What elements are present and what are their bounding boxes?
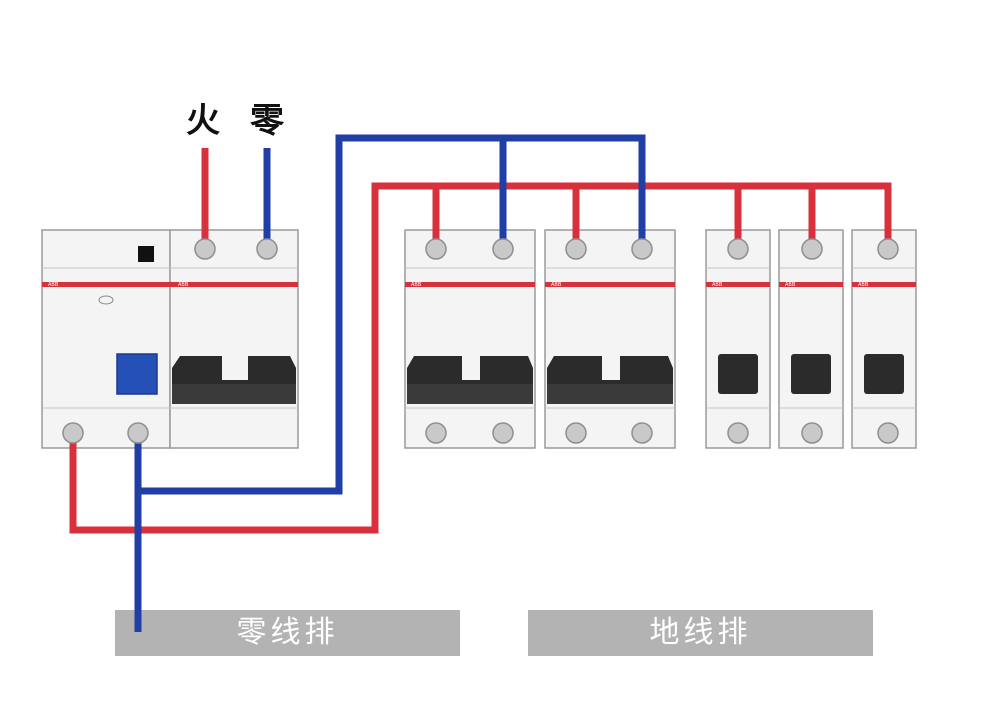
live-label: 火 — [186, 101, 220, 141]
live-distribution-wire — [69, 182, 892, 534]
terminal-screw — [62, 422, 84, 444]
terminal-screw — [492, 238, 514, 260]
terminal-screw — [256, 238, 278, 260]
double-pole-breaker-2: ABB — [544, 229, 676, 449]
rcd-symbol — [98, 295, 114, 305]
brand-logo: ABB — [712, 282, 723, 288]
indicator-square — [138, 246, 154, 262]
brand-logo: ABB — [551, 282, 562, 288]
terminal-screw — [194, 238, 216, 260]
terminal-screw — [425, 238, 447, 260]
brand-stripe — [852, 282, 916, 287]
toggle-switch — [864, 354, 904, 394]
terminal-screw — [631, 422, 653, 444]
brand-logo: ABB — [785, 282, 796, 288]
terminal-screw — [801, 422, 823, 444]
terminal-screw — [877, 422, 899, 444]
brand-stripe — [706, 282, 770, 287]
toggle-switch — [718, 354, 758, 394]
ground-bar-label: 地线排 — [649, 615, 752, 650]
brand-logo: ABB — [858, 282, 869, 288]
terminal-screw — [727, 238, 749, 260]
terminal-screw — [127, 422, 149, 444]
single-pole-breaker-3: ABB — [851, 229, 917, 449]
double-pole-breaker-1: ABB — [404, 229, 536, 449]
terminal-screw — [877, 238, 899, 260]
brand-logo: ABB — [48, 282, 59, 288]
ground-bus-bar — [528, 610, 873, 656]
neutral-bar-label: 零线排 — [236, 615, 339, 650]
brand-stripe — [545, 282, 675, 287]
toggle-switch — [791, 354, 831, 394]
terminal-screw — [492, 422, 514, 444]
brand-stripe — [779, 282, 843, 287]
neutral-label: 零 — [250, 101, 284, 141]
brand-logo: ABB — [411, 282, 422, 288]
terminal-screw — [565, 422, 587, 444]
neutral-distribution-wire — [138, 134, 646, 495]
terminal-screw — [425, 422, 447, 444]
test-button — [116, 353, 158, 395]
main-rcd-breaker: ABB ABB — [41, 229, 299, 449]
single-pole-breaker-1: ABB — [705, 229, 771, 449]
terminal-screw — [727, 422, 749, 444]
brand-stripe — [405, 282, 535, 287]
terminal-screw — [565, 238, 587, 260]
terminal-screw — [801, 238, 823, 260]
terminal-screw — [631, 238, 653, 260]
brand-stripe — [42, 282, 298, 287]
brand-logo: ABB — [178, 282, 189, 288]
neutral-bus-bar — [115, 610, 460, 656]
single-pole-breaker-2: ABB — [778, 229, 844, 449]
